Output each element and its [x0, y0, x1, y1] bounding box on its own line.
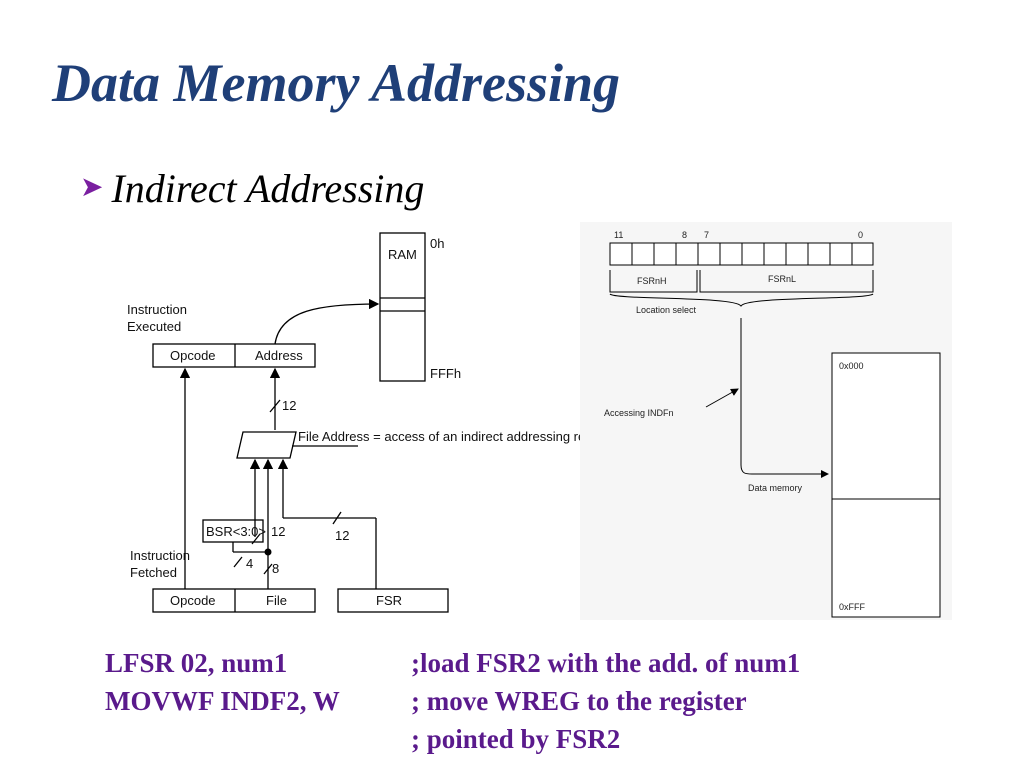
- data-memory-label: Data memory: [748, 483, 803, 493]
- file-address-label: File Address = access of an indirect add…: [298, 429, 618, 444]
- instruction-executed-label-1: Instruction: [127, 302, 187, 317]
- location-select-label: Location select: [636, 305, 697, 315]
- fsrnh-label: FSRnH: [637, 276, 667, 286]
- instruction-executed-label-2: Executed: [127, 319, 181, 334]
- accessing-indfn-label: Accessing INDFn: [604, 408, 674, 418]
- bus-width-12-b: 12: [271, 524, 285, 539]
- instruction-fetched-label-2: Fetched: [130, 565, 177, 580]
- address-start-label: 0x000: [839, 361, 864, 371]
- bus-width-8: 8: [272, 561, 279, 576]
- bus-width-4: 4: [246, 556, 253, 571]
- ram-bottom-address: FFFh: [430, 366, 461, 381]
- bit-11-label: 11: [614, 230, 623, 240]
- code-line-2-comment: ; move WREG to the register: [411, 686, 747, 716]
- data-memory-lower: [831, 498, 941, 618]
- fsr-register: [337, 588, 449, 613]
- ram-top-address: 0h: [430, 236, 444, 251]
- bsr-label: BSR<3:0>: [206, 524, 266, 539]
- fsrnl-label: FSRnL: [768, 274, 796, 284]
- bullet-text: Indirect Addressing: [111, 166, 425, 211]
- address-mux: [236, 431, 297, 459]
- bus-width-12-c: 12: [335, 528, 349, 543]
- opcode-bottom-label: Opcode: [170, 593, 216, 608]
- file-bottom-label: File: [266, 593, 287, 608]
- code-line-1-comment: ;load FSR2 with the add. of num1: [411, 648, 801, 678]
- instruction-executed-box: [152, 343, 316, 368]
- ram-block: [379, 232, 426, 382]
- slide-title: Data Memory Addressing: [52, 53, 621, 113]
- arrow-bullet-icon: ➤: [80, 172, 104, 203]
- data-memory-upper: [831, 352, 941, 500]
- bit-0-label: 0: [858, 230, 863, 240]
- opcode-top-label: Opcode: [170, 348, 216, 363]
- fsr-label: FSR: [376, 593, 402, 608]
- address-end-label: 0xFFF: [839, 602, 866, 612]
- instruction-fetched-label-1: Instruction: [130, 548, 190, 563]
- code-line-2-instruction: MOVWF INDF2, W: [105, 686, 340, 716]
- bus-width-12-a: 12: [282, 398, 296, 413]
- address-top-label: Address: [255, 348, 303, 363]
- code-line-3-comment: ; pointed by FSR2: [411, 724, 621, 754]
- bit-7-label: 7: [704, 230, 709, 240]
- code-line-1-instruction: LFSR 02, num1: [105, 648, 288, 678]
- instruction-fetched-box: [152, 588, 316, 613]
- bit-8-label: 8: [682, 230, 687, 240]
- ram-label: RAM: [388, 247, 417, 262]
- bullet-item: ➤Indirect Addressing: [80, 165, 424, 212]
